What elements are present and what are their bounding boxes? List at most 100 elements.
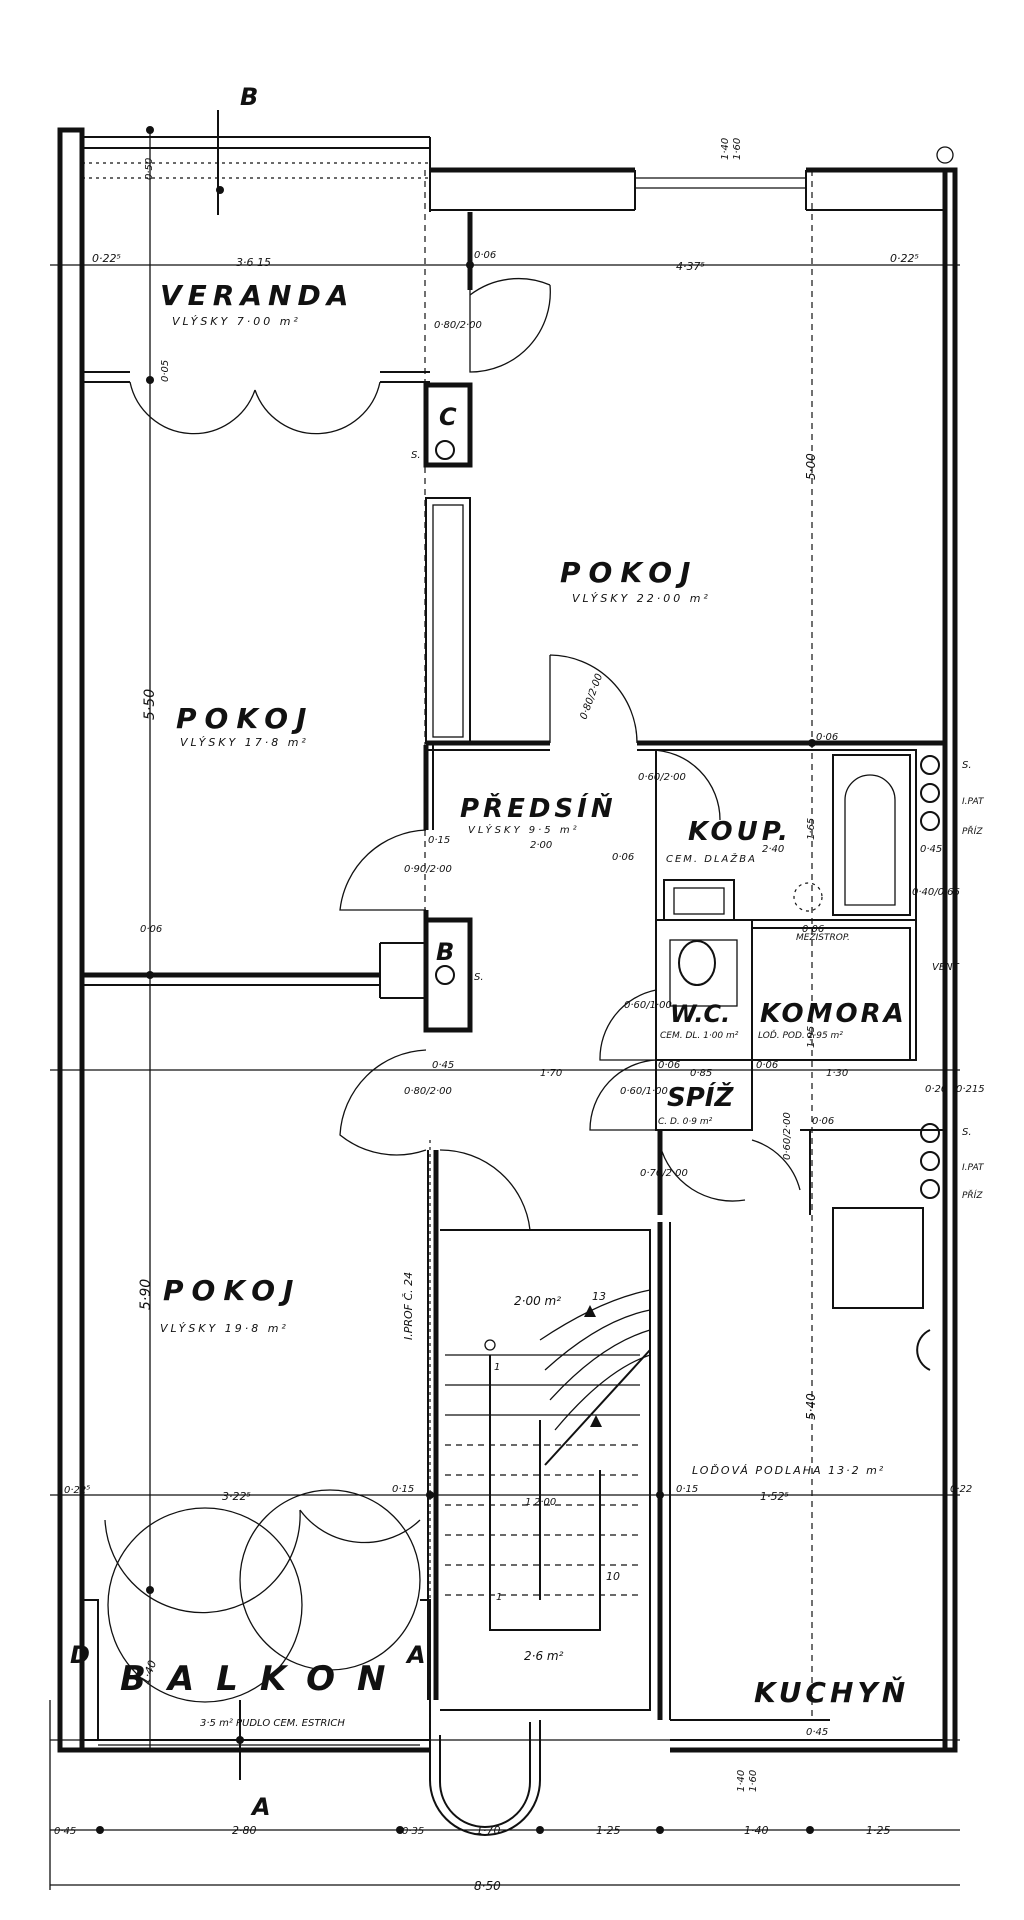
room-wc-name: W.C. <box>670 1000 730 1028</box>
staircase <box>445 1289 651 1631</box>
room-komora-note: LOĎ. POD. 2·95 m² <box>758 1029 843 1041</box>
note-stair-13: 13 <box>592 1290 606 1303</box>
dim-1525: 1·52⁵ <box>760 1490 789 1503</box>
note-ipat-1: I.PAT <box>962 797 985 807</box>
room-pokoj-left-note: VLÝSKY 17·8 m² <box>180 736 309 749</box>
dimensions: 0·22⁵ 3·6 15 0·06 4·37⁵ 0·22⁵ 0·80/2·00 … <box>54 138 985 1893</box>
dim-540: 5·40 <box>804 1393 818 1420</box>
notes: MEZISTROP. VENT I.PAT PŘÍZ I.PAT PŘÍZ I.… <box>402 797 985 1663</box>
room-pokoj-lower-note: VLÝSKY 19·8 m² <box>160 1322 289 1335</box>
dim-060-100-wc: 0·60/1·00 <box>624 1000 672 1011</box>
dim-240: 2·40 <box>762 844 784 855</box>
dim-4375: 4·37⁵ <box>676 260 705 273</box>
dim-195: 1·95 <box>806 1026 817 1048</box>
room-veranda-note: VLÝSKY 7·00 m² <box>172 315 301 328</box>
dim-140-bottom: 1·40 <box>744 1824 769 1837</box>
dim-500: 5·00 <box>804 453 818 480</box>
dim-006-h: 0·06 <box>812 1116 834 1127</box>
dim-006-a: 0·06 <box>474 250 496 261</box>
dim-160-bottom-vertical: 1·60 <box>748 1770 759 1792</box>
dim-040-066: 0·40/0·66 <box>912 887 960 898</box>
dim-045-b: 0·45 <box>432 1060 454 1071</box>
dim-160-top-vertical: 1·60 <box>732 138 743 160</box>
room-wc-note: CEM. DL. 1·00 m² <box>660 1031 739 1041</box>
dim-006-b: 0·06 <box>816 732 838 743</box>
dim-125-a: 1·25 <box>596 1824 621 1837</box>
marker-d: D <box>70 1641 90 1669</box>
note-stair-200: 2·00 <box>534 1497 556 1508</box>
dim-200-hall: 2·00 <box>530 840 552 851</box>
doors <box>104 277 801 1703</box>
dim-140-bottom-vertical: 1·40 <box>736 1770 747 1792</box>
markers: B A A D C B S. S. S. S. <box>70 83 972 1821</box>
room-balkon-note: 3·5 m² PUDLO CEM. ESTRICH <box>200 1718 345 1729</box>
room-pokoj-lower-name: POKOJ <box>163 1274 301 1307</box>
room-kuchyn-note: LOĎOVÁ PODLAHA 13·2 m² <box>692 1464 885 1477</box>
bathtub <box>832 754 911 916</box>
dim-850-total: 8·50 <box>474 1879 501 1893</box>
section-marker-a-bottom: A <box>250 1793 271 1821</box>
dim-006-g: 0·06 <box>756 1060 778 1071</box>
dim-020: 0·20 <box>925 1084 947 1095</box>
room-pokoj-large-name: POKOJ <box>560 556 698 589</box>
note-stair-area-bottom: 2·6 m² <box>524 1649 564 1663</box>
dimension-lines <box>49 110 960 1890</box>
dim-550: 5·50 <box>142 689 158 720</box>
room-pokoj-large-note: VLÝSKY 22·00 m² <box>572 592 711 605</box>
room-pokoj-left-name: POKOJ <box>176 702 314 735</box>
dim-0225-top-left: 0·22⁵ <box>92 252 121 265</box>
shaft-b <box>423 917 473 1033</box>
dim-165: 1·65 <box>806 818 817 840</box>
note-stair-1c: 1 <box>525 1497 531 1508</box>
dim-060-200-kitchen: 0·60/2·00 <box>782 1112 793 1160</box>
room-predsin-note: VLÝSKY 9·5 m² <box>468 823 580 836</box>
dim-015-c: 0·15 <box>676 1484 698 1495</box>
dim-085: 0·85 <box>690 1068 712 1079</box>
dim-045-c: 0·45 <box>806 1727 828 1738</box>
dim-050-top: 0·50 <box>144 158 155 180</box>
marker-a-right: A <box>405 1641 426 1669</box>
dim-130: 1·30 <box>826 1068 848 1079</box>
dim-140-top-vertical: 1·40 <box>720 138 731 160</box>
dim-022: 0·22 <box>950 1484 972 1495</box>
note-ipat-2: I.PAT <box>962 1163 985 1173</box>
shaft-b-label: B <box>436 938 454 966</box>
note-iprof: I.PROF Č. 24 <box>402 1272 415 1340</box>
label-s4: S. <box>962 1127 972 1138</box>
label-s3: S. <box>962 760 972 771</box>
dim-090-200: 0·90/2·00 <box>404 864 452 875</box>
dim-0225-top-right: 0·22⁵ <box>890 252 919 265</box>
dim-3225: 3·22⁵ <box>222 1490 251 1503</box>
dim-125-b: 1·25 <box>866 1824 891 1837</box>
section-marker-b-top: B <box>240 83 258 111</box>
room-spiz-name: SPÍŽ <box>667 1081 734 1113</box>
dim-170: 1·70 <box>540 1068 562 1079</box>
walls <box>57 127 958 1836</box>
room-kuchyn-name: KUCHYŇ <box>754 1675 909 1709</box>
dim-080-200-lower: 0·80/2·00 <box>404 1086 452 1097</box>
dim-0225-bottom-left: 0·22⁵ <box>64 1485 90 1496</box>
room-koup-name: KOUP. <box>688 817 792 847</box>
dim-015: 0·15 <box>428 835 450 846</box>
right-outer-wall <box>942 167 958 1753</box>
dim-070-200: 0·70/2·00 <box>640 1168 688 1179</box>
room-koup-note: CEM. DLAŽBA <box>666 852 757 865</box>
dim-015-b: 0·15 <box>392 1484 414 1495</box>
note-mezistrop: MEZISTROP. <box>796 933 850 943</box>
room-spiz-note: C. D. 0·9 m² <box>658 1117 713 1127</box>
dim-045-bottom: 0·45 <box>54 1826 76 1837</box>
dim-006-d: 0·06 <box>802 924 824 935</box>
dim-006-e: 0·06 <box>140 924 162 935</box>
room-balkon-name: BALKON <box>120 1659 407 1699</box>
note-stair-1a: 1 <box>494 1362 500 1373</box>
room-veranda-name: VERANDA <box>160 279 354 312</box>
label-s2: S. <box>474 972 484 983</box>
dim-006-c: 0·06 <box>612 852 634 863</box>
dim-060-200-bath: 0·60/2·00 <box>638 772 686 783</box>
label-s1: S. <box>411 450 421 461</box>
dim-060-100-spiz: 0·60/1·00 <box>620 1086 668 1097</box>
dim-0215: 0·215 <box>956 1084 985 1095</box>
dim-280: 2·80 <box>232 1824 257 1837</box>
shaft-c <box>423 382 473 468</box>
